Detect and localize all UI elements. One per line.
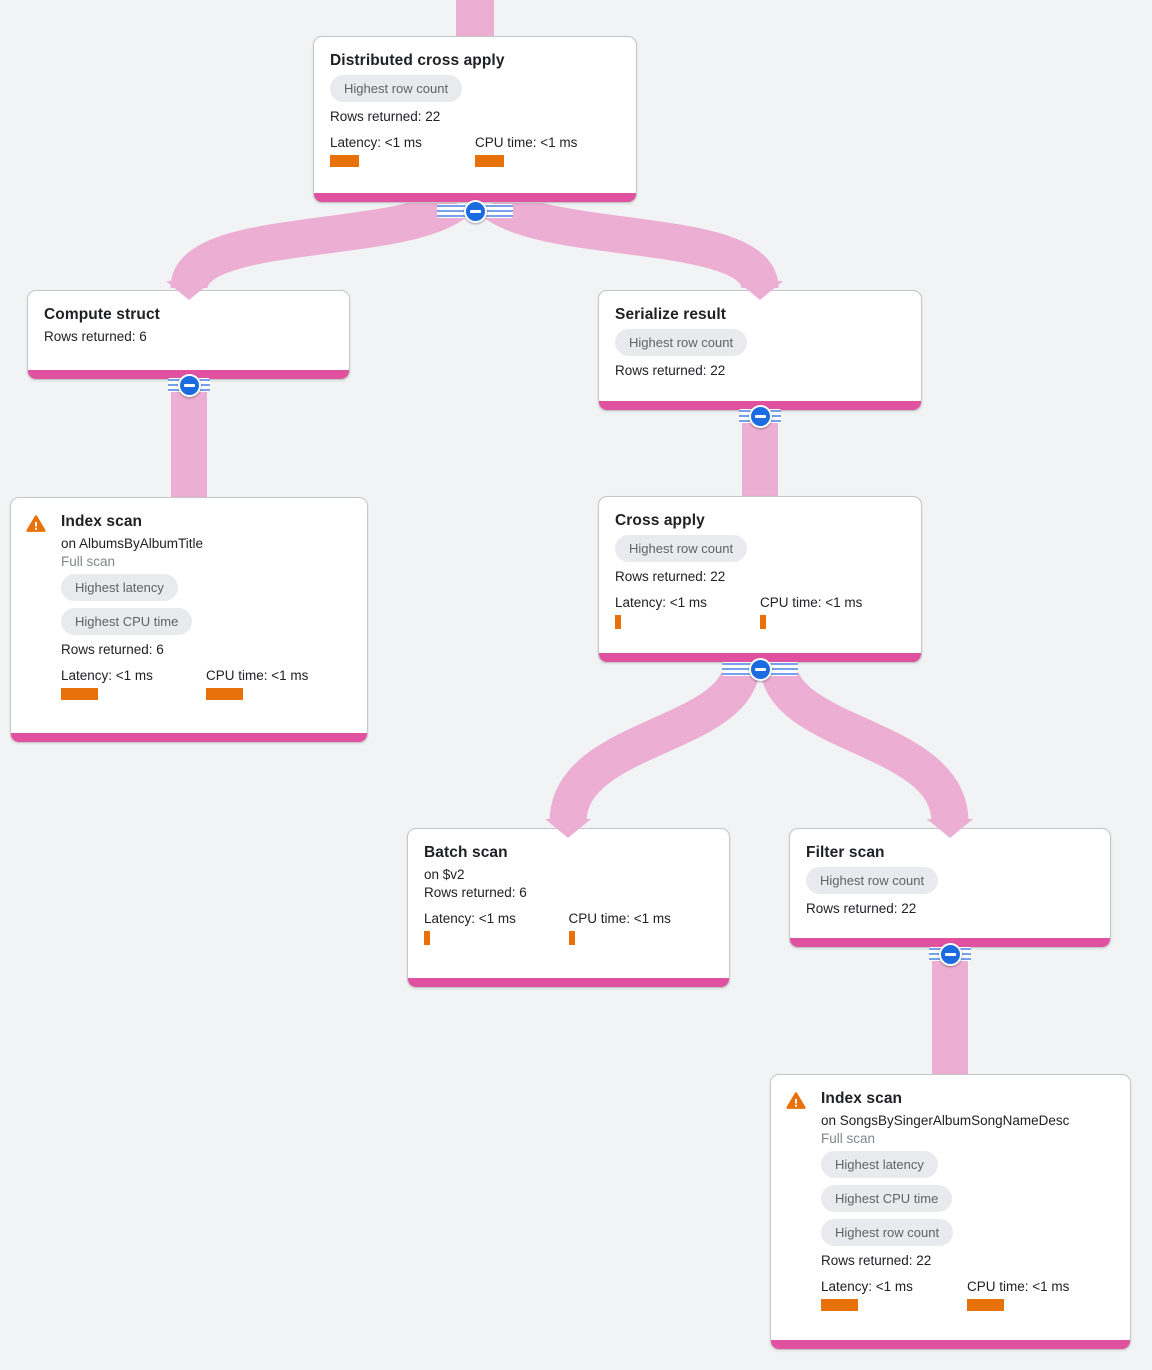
- cpu-time-bar: [568, 931, 575, 945]
- plan-node-cross-apply[interactable]: Cross apply Highest row count Rows retur…: [598, 496, 922, 663]
- latency-label: Latency: <1 ms: [821, 1279, 913, 1294]
- highest-cpu-time-badge: Highest CPU time: [61, 608, 193, 635]
- node-accent-bar: [771, 1340, 1130, 1349]
- node-title: Serialize result: [615, 306, 727, 323]
- cpu-time-label: CPU time: <1 ms: [760, 595, 863, 610]
- plan-node-batch-scan[interactable]: Batch scan on $v2 Rows returned: 6 Laten…: [407, 828, 730, 988]
- highest-row-count-badge: Highest row count: [330, 75, 463, 102]
- minus-icon: [177, 373, 201, 397]
- plan-node-distributed-cross-apply[interactable]: Distributed cross apply Highest row coun…: [313, 36, 637, 203]
- node-target: on AlbumsByAlbumTitle: [61, 536, 204, 551]
- plan-node-index-scan-songs[interactable]: Index scan on SongsBySingerAlbumSongName…: [770, 1074, 1131, 1350]
- warning-icon: [786, 1092, 806, 1109]
- cpu-time-label: CPU time: <1 ms: [967, 1279, 1070, 1294]
- rows-returned-label: Rows returned: 6: [61, 642, 164, 657]
- edge-dca-to-compute-struct: [170, 186, 468, 292]
- highest-cpu-time-badge: Highest CPU time: [821, 1185, 953, 1212]
- node-target: on $v2: [424, 867, 465, 882]
- latency-bar: [424, 931, 430, 945]
- rows-returned-label: Rows returned: 6: [424, 885, 527, 900]
- highest-row-count-badge: Highest row count: [821, 1219, 954, 1246]
- latency-bar: [330, 155, 359, 167]
- latency-label: Latency: <1 ms: [424, 911, 516, 926]
- warning-icon: [26, 515, 46, 532]
- edge-cross-to-filter-scan: [759, 659, 969, 824]
- collapse-button-serialize-result[interactable]: [739, 404, 781, 428]
- cpu-time-label: CPU time: <1 ms: [568, 911, 671, 926]
- cpu-time-bar: [760, 615, 766, 629]
- node-title: Index scan: [61, 513, 143, 530]
- node-title: Compute struct: [44, 306, 160, 323]
- minus-icon: [748, 657, 772, 681]
- collapse-button-filter-scan[interactable]: [929, 942, 971, 966]
- plan-node-filter-scan[interactable]: Filter scan Highest row count Rows retur…: [789, 828, 1111, 948]
- node-title: Batch scan: [424, 844, 508, 861]
- highest-latency-badge: Highest latency: [821, 1151, 938, 1178]
- node-title: Cross apply: [615, 512, 705, 529]
- rows-returned-label: Rows returned: 22: [615, 363, 726, 378]
- latency-label: Latency: <1 ms: [61, 668, 153, 683]
- latency-bar: [821, 1299, 858, 1311]
- latency-bar: [61, 688, 98, 700]
- edge-cross-to-batch-scan: [549, 659, 761, 824]
- minus-icon: [938, 942, 962, 966]
- collapse-button-distributed-cross-apply[interactable]: [437, 199, 513, 223]
- node-title: Filter scan: [806, 844, 885, 861]
- collapse-button-cross-apply[interactable]: [722, 657, 798, 681]
- plan-node-index-scan-albums[interactable]: Index scan on AlbumsByAlbumTitle Full sc…: [10, 497, 368, 743]
- rows-returned-label: Rows returned: 6: [44, 329, 147, 344]
- cpu-time-label: CPU time: <1 ms: [475, 135, 578, 150]
- collapse-button-compute-struct[interactable]: [168, 373, 210, 397]
- plan-node-serialize-result[interactable]: Serialize result Highest row count Rows …: [598, 290, 922, 411]
- rows-returned-label: Rows returned: 22: [806, 901, 917, 916]
- node-title: Index scan: [821, 1090, 903, 1107]
- cpu-time-bar: [206, 688, 243, 700]
- highest-row-count-badge: Highest row count: [806, 867, 939, 894]
- minus-icon: [748, 404, 772, 428]
- highest-row-count-badge: Highest row count: [615, 535, 748, 562]
- node-accent-bar: [11, 733, 367, 742]
- latency-label: Latency: <1 ms: [615, 595, 707, 610]
- plan-node-compute-struct[interactable]: Compute struct Rows returned: 6: [27, 290, 350, 380]
- rows-returned-label: Rows returned: 22: [615, 569, 726, 584]
- latency-bar: [615, 615, 621, 629]
- highest-row-count-badge: Highest row count: [615, 329, 748, 356]
- rows-returned-label: Rows returned: 22: [330, 109, 441, 124]
- cpu-time-bar: [967, 1299, 1004, 1311]
- cpu-time-label: CPU time: <1 ms: [206, 668, 309, 683]
- highest-latency-badge: Highest latency: [61, 574, 178, 601]
- minus-icon: [463, 199, 487, 223]
- rows-returned-label: Rows returned: 22: [821, 1253, 932, 1268]
- edge-dca-to-serialize-result: [482, 186, 779, 292]
- scan-type-label: Full scan: [821, 1131, 876, 1146]
- node-target: on SongsBySingerAlbumSongNameDesc: [821, 1113, 1070, 1128]
- latency-label: Latency: <1 ms: [330, 135, 422, 150]
- node-title: Distributed cross apply: [330, 52, 505, 69]
- node-accent-bar: [408, 978, 729, 987]
- scan-type-label: Full scan: [61, 554, 116, 569]
- cpu-time-bar: [475, 155, 504, 167]
- node-accent-bar: [314, 193, 636, 202]
